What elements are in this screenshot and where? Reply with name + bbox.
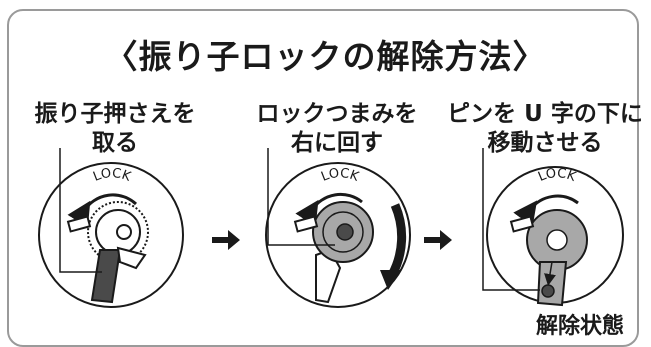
- step-3-line-2: 移動させる: [487, 130, 603, 156]
- arrow-right-icon: [212, 230, 240, 250]
- step-3-line-1: ピンを U 字の下に: [447, 101, 643, 127]
- result-label: 解除状態: [535, 314, 624, 339]
- step-2-caption: ロックつまみを 右に回す: [237, 100, 437, 158]
- step-1-illustration: LOCK: [38, 148, 184, 308]
- arrow-right-icon: [424, 230, 452, 250]
- page-title: 〈振り子ロックの解除方法〉: [104, 37, 547, 76]
- step-2-illustration: LOCK: [265, 148, 411, 308]
- step-1-line-2: 取る: [92, 130, 138, 156]
- lock-direction-arrow-icon: [67, 193, 138, 228]
- step-1-leader-line: [59, 148, 102, 273]
- step-3-caption: ピンを U 字の下に 移動させる: [445, 100, 645, 158]
- step-1-caption: 振り子押さえを 取る: [20, 100, 210, 158]
- step-2-line-2: 右に回す: [291, 130, 383, 156]
- step-3-leader-line: [482, 148, 540, 291]
- pin-move-arrow-icon: [544, 261, 556, 286]
- step-3-illustration: LOCK: [482, 148, 624, 307]
- rotate-clockwise-arrow-icon: [387, 203, 407, 278]
- pin: [541, 284, 555, 298]
- step-2-line-1: ロックつまみを: [256, 101, 418, 127]
- step-2-leader-line: [267, 148, 335, 246]
- step-1-line-1: 振り子押さえを: [34, 101, 196, 127]
